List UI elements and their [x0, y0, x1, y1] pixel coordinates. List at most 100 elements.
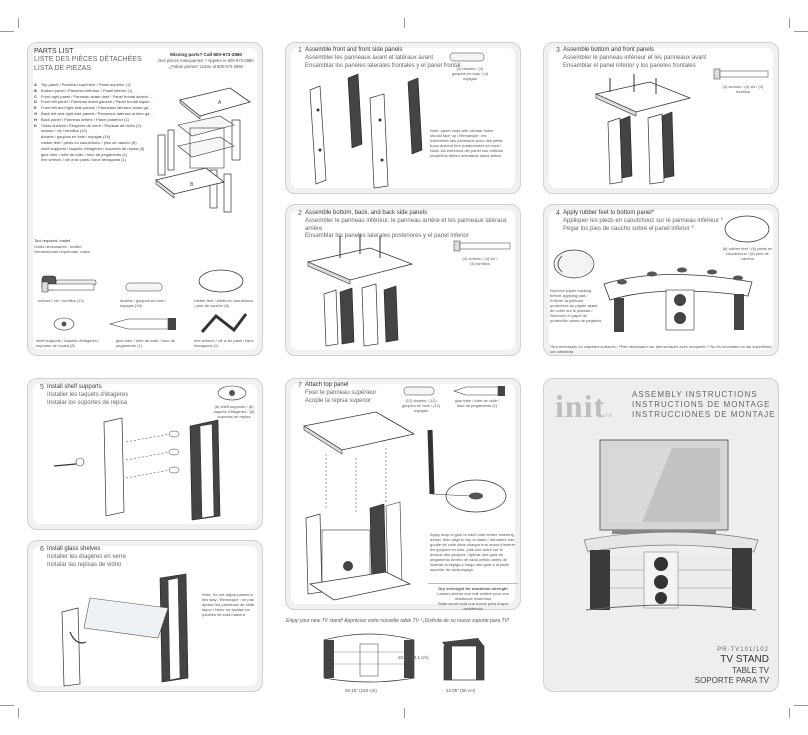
- step-5-en: Install shelf supports: [47, 384, 102, 390]
- parts-item-text: screws / vis / tornillos (12): [41, 128, 88, 134]
- missing-parts-fr: Des pièces manquantes ? Appeler le 800-6…: [158, 58, 254, 64]
- step-4-number: 4: [556, 210, 560, 217]
- shelf-support-icon: [53, 317, 75, 331]
- step-7-en: Attach top panel: [305, 382, 349, 388]
- step-5-illustration: [53, 417, 221, 521]
- dimension-height: 20.9" (53.1 cm): [398, 655, 429, 660]
- step-1-note: Note: panel ends with circular holes sho…: [430, 128, 503, 158]
- brand-tm: TM: [605, 413, 614, 418]
- dimension-width: 40.16" (102 cm): [345, 688, 377, 693]
- assembly-en: ASSEMBLY INSTRUCTIONS: [632, 390, 758, 399]
- rubber-foot-icon: [724, 215, 770, 243]
- missing-parts-en: Missing parts? Call 800-673-2860: [169, 52, 242, 57]
- step-1-dowels: (4) dowels / (4) goujons en bois / (4) e…: [451, 66, 489, 81]
- product-name-en: TV STAND: [720, 654, 769, 666]
- parts-item-key: B: [34, 87, 37, 93]
- crop-mark-top-left-h: [0, 31, 14, 32]
- step-5-supports: (8) shelf supports / (8) taquets d'étagè…: [213, 404, 255, 419]
- parts-item-text: Glass shelves / Étagères de verre / Repi…: [41, 122, 142, 128]
- parts-item-key: C: [34, 93, 37, 99]
- crop-mark-bottom-right-v: [789, 708, 790, 718]
- step-7-dry-en: Dry overnight for maximum strength: [438, 586, 508, 591]
- step-6-es: Instalar las repisas de vidrio: [47, 561, 122, 568]
- step-6-fr: Installer les étagères en verre: [47, 553, 127, 560]
- step-5-title: Install shelf supports Installer les taq…: [47, 384, 197, 407]
- step-4-feet: (6) rubber feet / (6) pieds en caoutchou…: [722, 246, 773, 261]
- step-1-fr: Assembler les panneaux avant et latéraux…: [305, 54, 434, 61]
- step-1-title: Assemble front and front side panels Ass…: [305, 47, 465, 70]
- brand-logo-text: init: [555, 388, 606, 424]
- step-3-en: Assemble bottom and front panels: [563, 47, 655, 53]
- tool-en: Tool required: mallet: [34, 238, 71, 243]
- step-1-en: Assemble front and front side panels: [305, 47, 403, 53]
- crop-mark-bottom-left-h: [0, 705, 14, 706]
- step-2-title: Assemble bottom, back, and back side pan…: [305, 210, 515, 241]
- missing-parts-es: ¿Faltan piezas? Llame al 800-673-2860: [168, 63, 244, 69]
- step-7-panel: [285, 378, 521, 610]
- step-6-number: 6: [40, 546, 44, 553]
- dimension-depth: 22.05" (56 cm): [446, 688, 476, 693]
- step-4-fr: Appliquer les pieds en caoutchouc sur le…: [563, 217, 724, 224]
- crop-mark-bottom-right-h: [794, 705, 808, 706]
- crop-mark-top-mid-v: [404, 18, 405, 28]
- step-7-title: Attach top panel Fixer le panneau supéri…: [305, 382, 415, 405]
- step-7-dry-box: Dry overnight for maximum strength Laiss…: [428, 583, 518, 611]
- step-1-es: Ensamblar los paneles laterales frontale…: [305, 62, 461, 69]
- parts-item-text: Back left and right side panels / Pannea…: [41, 110, 154, 116]
- step-7-glue: glue tube / tube de colle / tubo de pega…: [454, 398, 500, 408]
- brand-logo: initTM: [555, 388, 613, 425]
- label-glue-tube: glue tube / tube de colle / tubo de pega…: [116, 338, 176, 348]
- label-rubber-feet: rubber feet / pieds en caoutchouc / pies…: [194, 298, 254, 308]
- parts-title-es: LISTA DE PIEZAS: [34, 64, 92, 72]
- label-dowels: dowels / goujons en bois / espigas (16): [120, 298, 167, 308]
- rubber-foot-icon: [198, 269, 244, 293]
- missing-parts-box: Missing parts? Call 800-673-2860 Des piè…: [156, 52, 256, 70]
- step-7-apply-glue: Apply drop of glue to each hole before i…: [430, 532, 516, 572]
- product-name-fr: TABLE TV: [731, 666, 769, 676]
- parts-title-en: PARTS LIST: [34, 48, 74, 55]
- parts-item-text: rubber feet / pieds en caoutchouc / pies…: [41, 139, 137, 145]
- label-a: A: [218, 100, 222, 106]
- parts-item-text: hex wrench / clé à six pans / llave hexa…: [41, 157, 127, 163]
- screw-icon: [41, 281, 95, 293]
- crop-mark-top-right-v: [789, 18, 790, 28]
- step-5-es: Instalar los soportes de repisa: [47, 399, 128, 406]
- step-2-fr: Assembler le panneau inférieur, le panne…: [305, 217, 507, 232]
- label-screws: screws / vis / tornillos (12): [38, 298, 85, 303]
- parts-list-item: hex wrench / clé à six pans / llave hexa…: [34, 157, 154, 163]
- step-5-number: 5: [40, 384, 44, 391]
- step-7-dowels: (12) dowels / (12) goujons en bois / (12…: [401, 398, 441, 413]
- finished-stand-side: [442, 638, 485, 681]
- step-7-dry-fr: Laisser sécher une nuit entière pour une…: [437, 591, 509, 601]
- crop-mark-bottom-mid-v: [404, 708, 405, 718]
- label-b: B: [190, 182, 194, 188]
- assembly-fr: INSTRUCTIONS DE MONTAGE: [632, 400, 771, 409]
- parts-item-text: Front left panel / Panneau avant gauche …: [41, 99, 154, 105]
- parts-item-text: glue tube / tube de colle / tubo de pega…: [41, 151, 128, 157]
- glue-tube-icon: [453, 386, 505, 396]
- step-4-es: Pegar los pies de caucho sobre el panel …: [563, 225, 694, 232]
- parts-item-key: H: [34, 116, 37, 122]
- assembly-title: ASSEMBLY INSTRUCTIONS INSTRUCTIONS DE MO…: [632, 390, 775, 420]
- parts-item-key: D: [34, 99, 37, 105]
- step-6-en: Install glass shelves: [47, 546, 101, 552]
- shelf-support-icon: [217, 385, 247, 401]
- step-6-illustration: [61, 573, 189, 687]
- hex-wrench-icon: [200, 313, 248, 333]
- parts-item-key: A: [34, 82, 37, 87]
- parts-item-key: K: [34, 122, 37, 128]
- step-2-illustration: [306, 234, 414, 347]
- step-3-illustration: [594, 74, 692, 185]
- crop-mark-top-left-v: [18, 18, 19, 28]
- glue-detail-illustration: [427, 429, 507, 513]
- exploded-view-illustration: A B: [155, 87, 251, 213]
- step-7-illustration: [302, 411, 416, 601]
- step-4-remove-backing: Remove paper backing before applying pad…: [550, 288, 602, 323]
- step-5-panel: [27, 378, 263, 530]
- step-5-fr: Installer les taquets d'étagères: [47, 391, 129, 398]
